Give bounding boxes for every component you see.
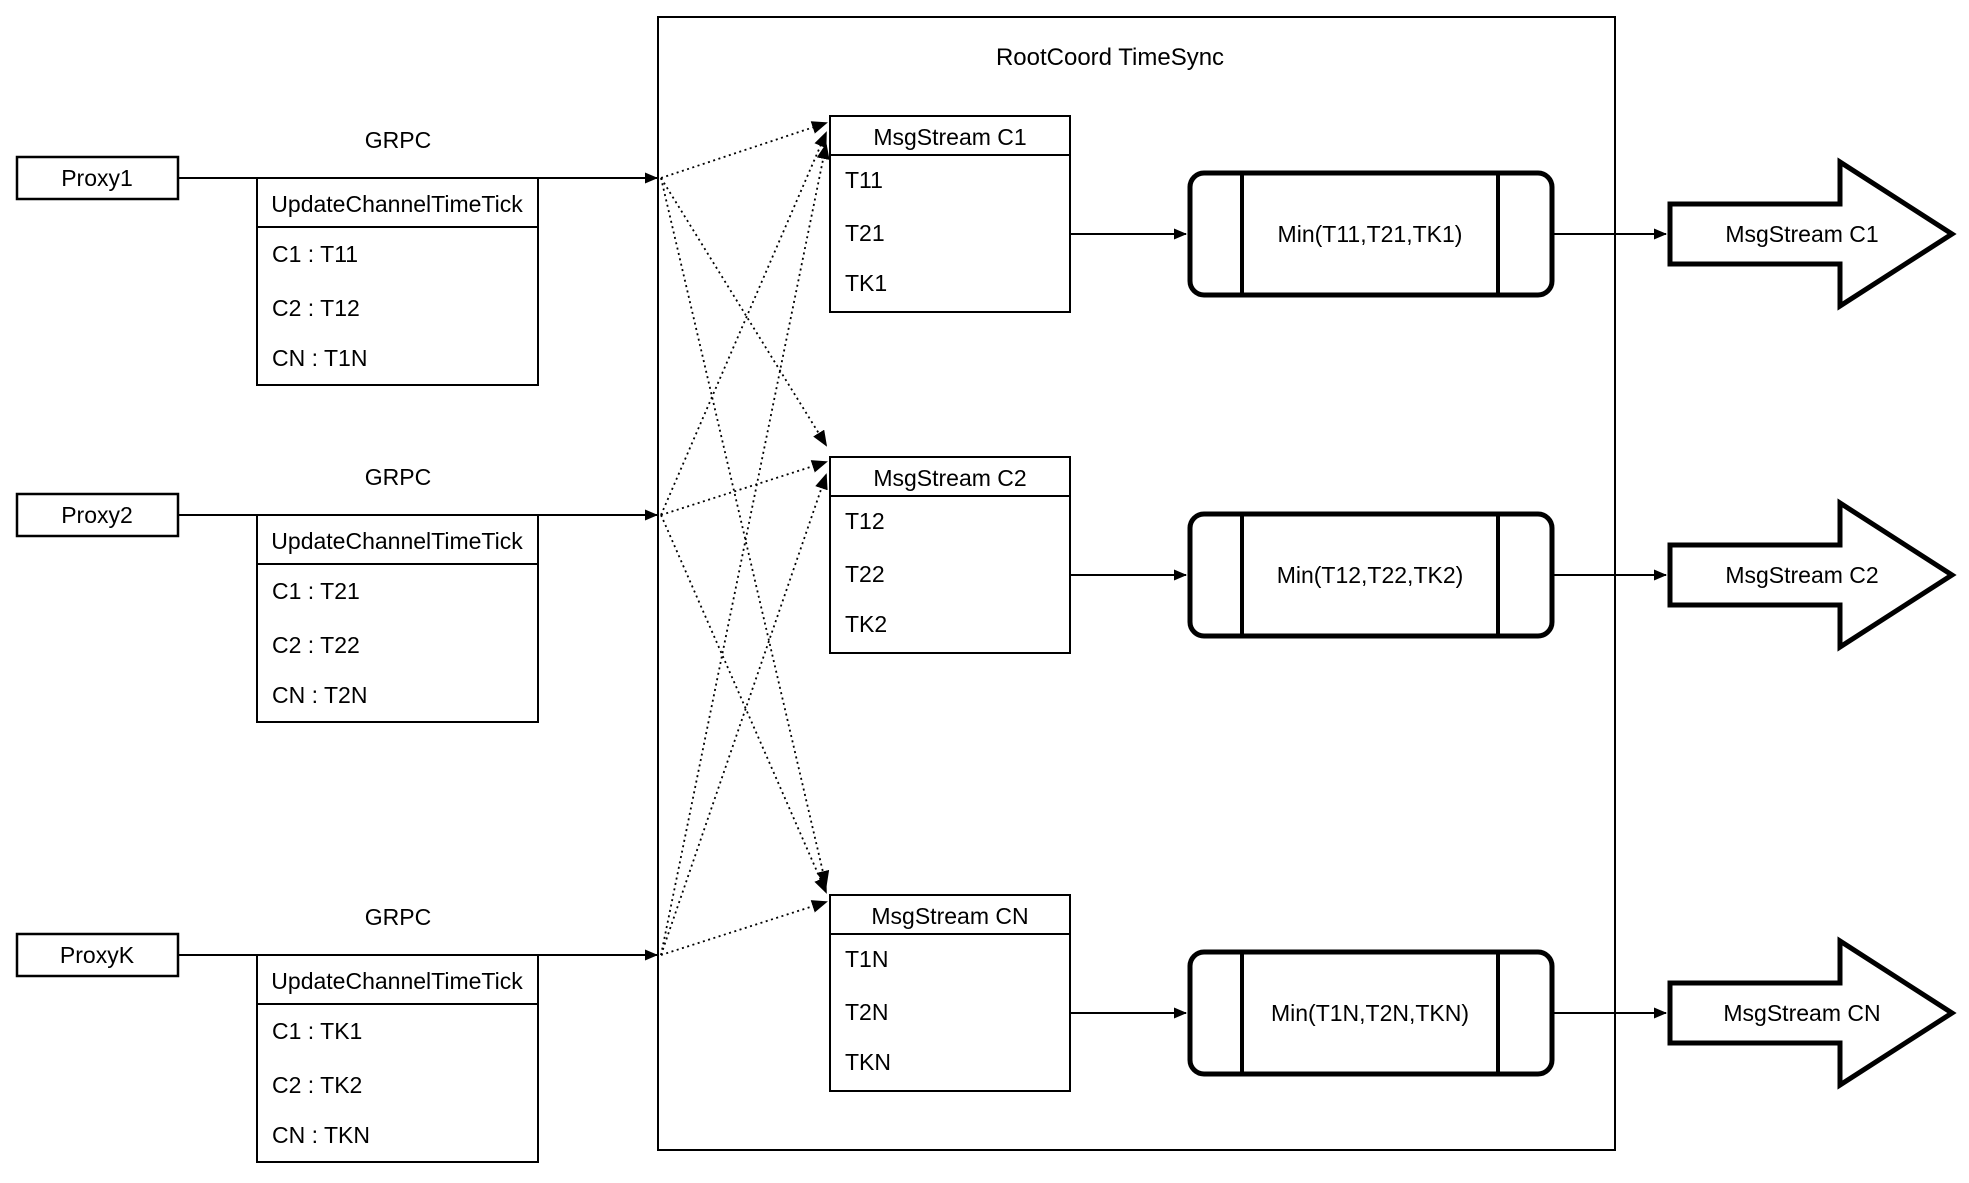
msgstream-row: TK2 (845, 611, 887, 637)
msgstream-row: TK1 (845, 270, 887, 296)
msgstream-table-title-2: MsgStream C2 (873, 465, 1026, 491)
msgstream-table-box-1 (829, 115, 1071, 313)
timetick-fanout-links (660, 121, 830, 956)
msgstream-table-c1: MsgStream C1 T11 T21 TK1 (829, 115, 1071, 313)
fanout-proxyk-to-c1 (660, 143, 830, 956)
request-table-title-1: UpdateChannelTimeTick (271, 191, 523, 217)
update-channel-timetick-table-3: UpdateChannelTimeTick C1 : TK1 C2 : TK2 … (256, 954, 539, 1163)
min-label-2: Min(T12,T22,TK2) (1277, 562, 1464, 588)
output-arrow-c2: MsgStream C2 (1667, 498, 1957, 652)
fanout-proxyk-to-cn (660, 900, 828, 956)
request-row: C1 : TK1 (272, 1018, 362, 1044)
fanout-proxy2-to-c2 (660, 460, 828, 516)
msgstream-row: T21 (845, 220, 885, 246)
fanout-proxy1-to-c1 (660, 121, 828, 179)
msgstream-table-box-2 (829, 456, 1071, 654)
proxy2-label: Proxy2 (61, 502, 133, 528)
msgstream-table-box-3 (829, 894, 1071, 1092)
group-proxy2: Proxy2 GRPC UpdateChannelTimeTick C1 : T… (15, 456, 1957, 723)
msgstream-row: TKN (845, 1049, 891, 1075)
request-row: C1 : T11 (272, 241, 358, 267)
msgstream-row: T1N (845, 946, 888, 972)
msgstream-table-title-3: MsgStream CN (871, 903, 1028, 929)
request-row: CN : T2N (272, 682, 367, 708)
request-row: C1 : T21 (272, 578, 360, 604)
block-arrow-shape-3 (1667, 936, 1957, 1090)
request-row: C2 : T12 (272, 295, 360, 321)
request-table-title-2: UpdateChannelTimeTick (271, 528, 523, 554)
msgstream-table-cn: MsgStream CN T1N T2N TKN (829, 894, 1071, 1092)
fanout-proxy2-to-cn (660, 514, 827, 894)
fanout-proxy2-to-c1 (660, 131, 827, 516)
update-channel-timetick-table-2: UpdateChannelTimeTick C1 : T21 C2 : T22 … (256, 514, 539, 723)
request-row: CN : TKN (272, 1122, 370, 1148)
output-arrow-c1: MsgStream C1 (1667, 157, 1957, 311)
grpc-label-1: GRPC (365, 127, 431, 153)
request-table-title-3: UpdateChannelTimeTick (271, 968, 523, 994)
request-table-box-2 (256, 514, 539, 723)
proxy1-label: Proxy1 (61, 165, 133, 191)
block-arrow-shape-1 (1667, 157, 1957, 311)
fanout-proxyk-to-c2 (660, 473, 828, 956)
group-proxy1: Proxy1 GRPC UpdateChannelTimeTick C1 : T… (15, 115, 1957, 386)
msgstream-row: T12 (845, 508, 885, 534)
min-reducer-1: Min(T11,T21,TK1) (1187, 170, 1555, 298)
msgstream-table-title-1: MsgStream C1 (873, 124, 1026, 150)
msgstream-row: T22 (845, 561, 885, 587)
block-arrow-shape-2 (1667, 498, 1957, 652)
min-reducer-2: Min(T12,T22,TK2) (1187, 511, 1555, 639)
output-arrow-label-3: MsgStream CN (1723, 1000, 1880, 1026)
proxyk-box (15, 932, 180, 978)
update-channel-timetick-table-1: UpdateChannelTimeTick C1 : T11 C2 : T12 … (256, 177, 539, 386)
request-row: C2 : T22 (272, 632, 360, 658)
output-arrow-label-1: MsgStream C1 (1725, 221, 1878, 247)
rootcoord-title: RootCoord TimeSync (996, 44, 1224, 71)
group-proxyk: ProxyK GRPC UpdateChannelTimeTick C1 : T… (15, 894, 1957, 1163)
grpc-label-3: GRPC (365, 904, 431, 930)
proxy2-box (15, 492, 180, 538)
request-table-box-1 (256, 177, 539, 386)
msgstream-table-c2: MsgStream C2 T12 T22 TK2 (829, 456, 1071, 654)
request-row: CN : T1N (272, 345, 367, 371)
proxy1-box (15, 155, 180, 201)
min-label-1: Min(T11,T21,TK1) (1278, 221, 1463, 247)
proxyk-label: ProxyK (60, 942, 135, 968)
min-reducer-3: Min(T1N,T2N,TKN) (1187, 949, 1555, 1077)
msgstream-row: T11 (845, 167, 883, 193)
min-label-3: Min(T1N,T2N,TKN) (1271, 1000, 1469, 1026)
request-row: C2 : TK2 (272, 1072, 362, 1098)
output-arrow-label-2: MsgStream C2 (1725, 562, 1878, 588)
request-table-box-3 (256, 954, 539, 1163)
grpc-label-2: GRPC (365, 464, 431, 490)
msgstream-row: T2N (845, 999, 888, 1025)
output-arrow-cn: MsgStream CN (1667, 936, 1957, 1090)
